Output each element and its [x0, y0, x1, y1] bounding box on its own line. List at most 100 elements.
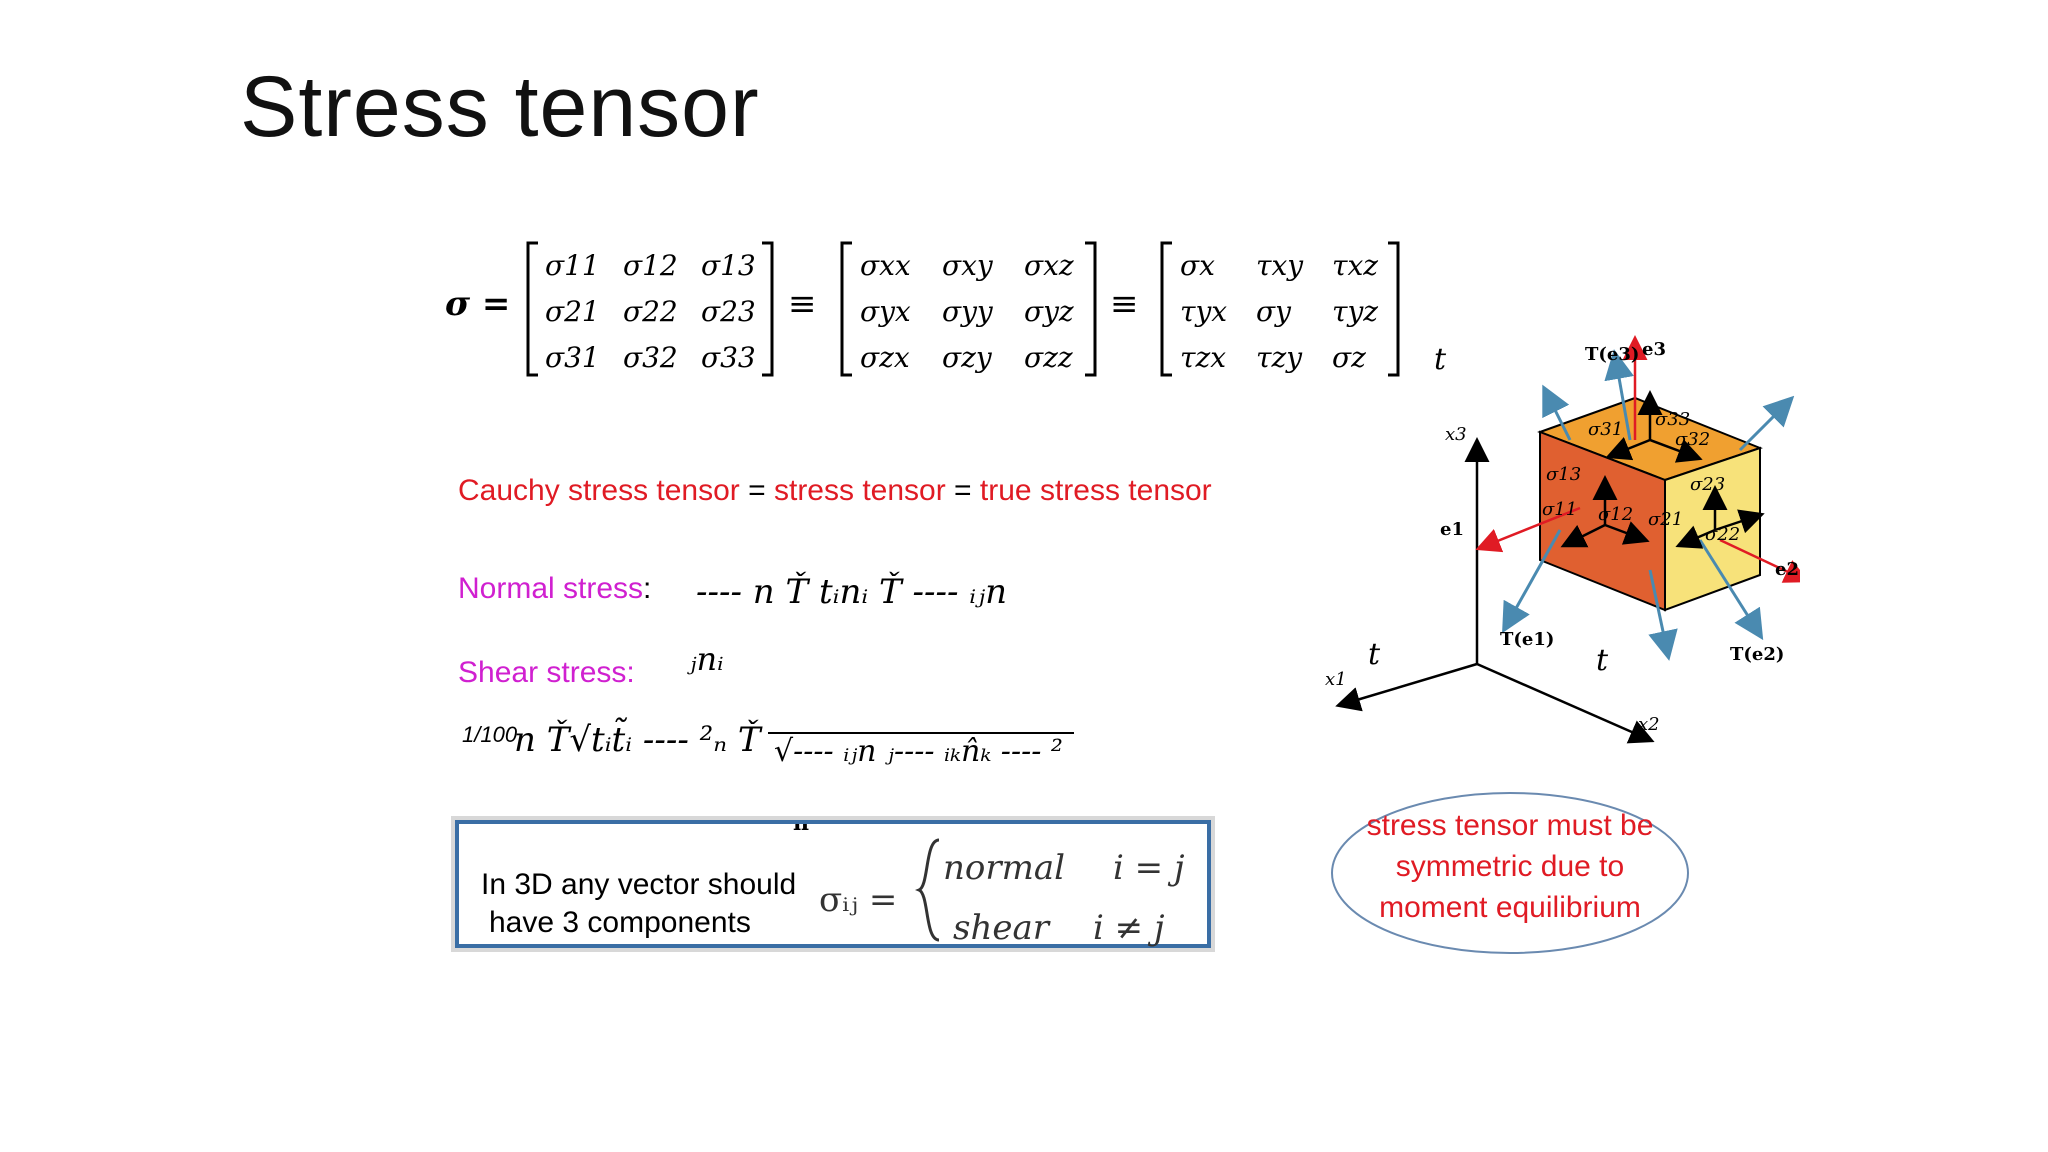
matrix-lhs: σ =: [445, 284, 510, 324]
traction-arrow-e1: [1502, 529, 1562, 634]
axis-x2: [1476, 662, 1655, 744]
case1-cond: i = j: [1113, 848, 1185, 888]
label-s33: σ33: [1655, 409, 1690, 430]
t-label-right: t: [1596, 643, 1609, 678]
traction-arrow-e2: [1698, 539, 1764, 641]
matrix-cell: σyy: [942, 295, 994, 328]
matrix-cell: σy: [1256, 295, 1292, 328]
note-line3: moment equilibrium: [1379, 891, 1641, 924]
unit-vector-e2: [1719, 538, 1810, 583]
normal-stress-colon: :: [643, 572, 652, 605]
matrix-cell: σxz: [1024, 249, 1074, 282]
matrix-cell: σ12: [623, 249, 678, 282]
matrix-cell: σxx: [860, 249, 911, 282]
matrix3-left-bracket: [1160, 241, 1172, 377]
equiv-sign-2: ≡: [1110, 284, 1139, 324]
matrix-cell: σ21: [545, 295, 600, 328]
note-text: stress tensor must be symmetric due to m…: [1330, 805, 1690, 928]
traction-arrow-top-left: [1542, 384, 1572, 441]
label-T-e2: T(e2): [1730, 644, 1784, 665]
label-e1: e1: [1440, 519, 1464, 540]
matrix2-left-bracket: [840, 241, 852, 377]
note-ellipse: [1331, 792, 1689, 954]
label-s21: σ21: [1648, 509, 1683, 530]
matrix-cell: σ13: [701, 249, 756, 282]
matrix-cell: σ32: [623, 341, 678, 374]
matrix-cell: σ23: [701, 295, 756, 328]
matrix-cell: τzy: [1256, 341, 1303, 374]
traction-arrow-top-right: [1738, 395, 1795, 452]
matrix2-right-bracket: [1085, 241, 1097, 377]
stress-arrow-s21: [1675, 525, 1716, 549]
label-s23: σ23: [1690, 474, 1725, 495]
def-cauchy: Cauchy stress tensor: [458, 474, 740, 507]
case2-word: shear: [953, 908, 1049, 948]
definition-line: Cauchy stress tensor = stress tensor = t…: [458, 474, 1212, 508]
shear-stress-label: Shear stress:: [458, 656, 635, 689]
label-s32: σ32: [1675, 429, 1710, 450]
shear-formula-b: √---- ᵢⱼn ⱼ---- ᵢₖn̂ₖ ---- ²: [768, 732, 1074, 769]
shear-fraction: 1/100: [462, 722, 518, 747]
box-sigma: σᵢⱼ =: [819, 880, 898, 920]
label-x1: x1: [1325, 669, 1347, 690]
traction-arrow-e3: [1604, 349, 1634, 441]
matrix-cell: σ31: [545, 341, 600, 374]
cube-right-face: [1664, 446, 1761, 612]
matrix-cell: σ22: [623, 295, 678, 328]
matrix-cell: σz: [1332, 341, 1366, 374]
box-brace: [915, 838, 940, 942]
matrix-cell: σ33: [701, 341, 756, 374]
traction-arrow-bottom: [1648, 569, 1678, 661]
label-s11: σ11: [1542, 499, 1577, 520]
box-text: In 3D any vector should have 3 component…: [481, 866, 796, 942]
matrix-cell: τyz: [1332, 295, 1378, 328]
note-line1: stress tensor must be: [1366, 809, 1654, 842]
stress-arrow-s31: [1605, 436, 1651, 461]
def-stress: stress tensor: [773, 474, 946, 507]
box-text-line2: have 3 components: [489, 906, 751, 939]
stress-arrow-s12: [1604, 521, 1650, 545]
label-s22: σ22: [1705, 524, 1740, 545]
matrix-cell: τyx: [1180, 295, 1227, 328]
matrix-cell: σ11: [545, 249, 600, 282]
case2-cond: i ≠ j: [1093, 908, 1165, 948]
matrix-cell: τxz: [1332, 249, 1378, 282]
matrix3-right-bracket: [1388, 241, 1400, 377]
matrix-cell: σx: [1180, 249, 1215, 282]
label-e2: e2: [1775, 559, 1799, 580]
slide-title: Stress tensor: [240, 59, 760, 155]
normal-stress-label: Normal stress: [458, 572, 644, 605]
matrix-cell: τxy: [1256, 249, 1304, 282]
matrix1-left-bracket: [526, 241, 538, 377]
stress-arrow-s11: [1560, 523, 1606, 548]
stress-arrow-s32: [1649, 438, 1703, 463]
label-x3: x3: [1445, 424, 1467, 445]
box-text-line1: In 3D any vector should: [481, 868, 797, 901]
normal-stress-formula: ---- n Ť tᵢnᵢ Ť ---- ᵢⱼn: [696, 572, 1007, 612]
def-eq1: =: [739, 474, 774, 507]
label-T-e1: T(e1): [1500, 629, 1554, 650]
label-T-e3: T(e3): [1585, 344, 1639, 365]
matrix1-right-bracket: [762, 241, 774, 377]
symmetry-note: stress tensor must be symmetric due to m…: [1330, 785, 1690, 955]
label-s13: σ13: [1546, 464, 1581, 485]
case1-word: normal: [943, 848, 1066, 888]
matrix-cell: σyz: [1024, 295, 1074, 328]
label-s31: σ31: [1588, 419, 1623, 440]
shear-sub-formula: ⱼnᵢ: [688, 640, 724, 678]
t-label-top: t: [1434, 342, 1447, 377]
def-eq2: =: [945, 474, 980, 507]
matrix-cell: σyx: [860, 295, 911, 328]
def-true: true stress tensor: [979, 474, 1212, 507]
note-line2: symmetric due to: [1395, 850, 1625, 883]
matrix-cell: σzy: [942, 341, 993, 374]
matrix-cell: σxy: [942, 249, 994, 282]
shear-formula-a: n Ť√tᵢt̃ᵢ ---- ²ₙ Ť: [514, 720, 761, 760]
matrix-cell: σzx: [860, 341, 910, 374]
label-e3: e3: [1642, 339, 1666, 360]
stress-arrow-s22: [1714, 509, 1765, 534]
unit-vector-e1: [1475, 506, 1581, 553]
normal-stress-row: Normal stress:: [458, 572, 651, 606]
equiv-sign-1: ≡: [788, 284, 817, 324]
